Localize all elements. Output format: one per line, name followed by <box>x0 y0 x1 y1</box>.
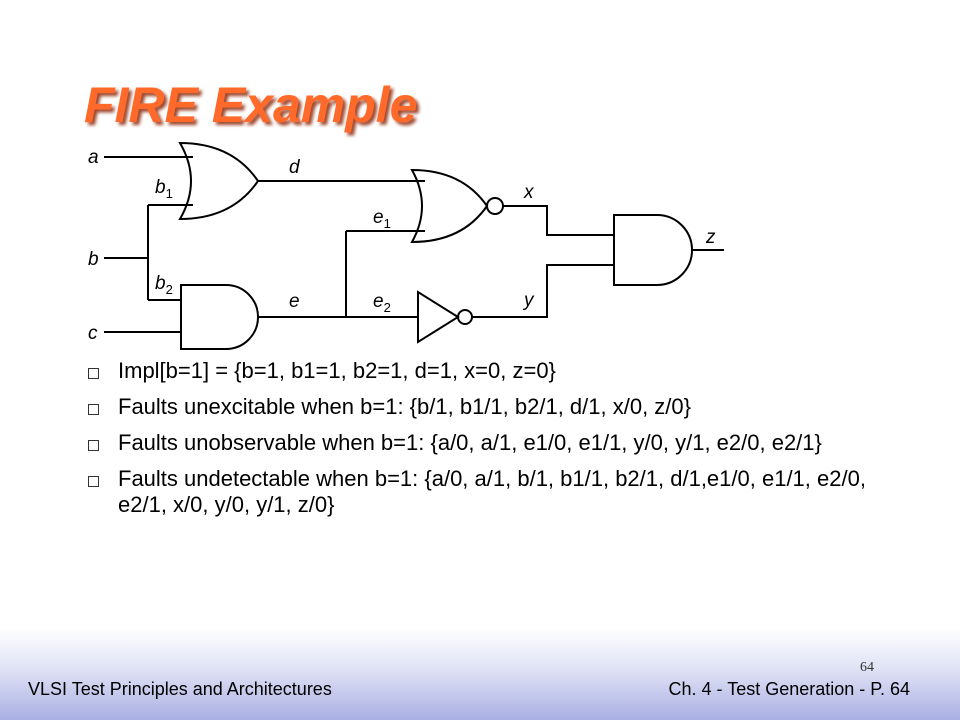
nor-gate <box>410 168 489 244</box>
label-e2: e2 <box>373 291 391 315</box>
or-gate-1 <box>178 141 260 221</box>
bullet-text: Faults unobservable when b=1: {a/0, a/1,… <box>118 430 822 455</box>
label-a: a <box>88 147 99 168</box>
and-gate-2 <box>613 214 693 286</box>
nor-bubble <box>486 197 504 215</box>
wire-y <box>472 264 614 318</box>
bullet-item: Faults unexcitable when b=1: {b/1, b1/1,… <box>88 394 908 420</box>
and-gate-1 <box>180 284 259 350</box>
label-y: y <box>522 290 535 311</box>
square-bullet-icon <box>88 404 99 415</box>
label-b2: b2 <box>155 273 173 297</box>
footer-chapter: Ch. 4 - Test Generation - P. 64 <box>668 679 910 699</box>
page-number: 64 <box>860 660 874 675</box>
label-e: e <box>289 291 300 312</box>
square-bullet-icon <box>88 368 99 379</box>
label-b: b <box>88 249 99 270</box>
slide-title: FIRE Example <box>84 77 418 133</box>
bullet-item: Faults undetectable when b=1: {a/0, a/1,… <box>88 466 908 518</box>
bullet-text: Faults undetectable when b=1: {a/0, a/1,… <box>118 466 866 517</box>
footer-course-title: VLSI Test Principles and Architectures <box>28 679 332 699</box>
footer-band <box>0 628 960 720</box>
square-bullet-icon <box>88 440 99 451</box>
bullet-text: Faults unexcitable when b=1: {b/1, b1/1,… <box>118 394 691 419</box>
not-bubble <box>457 309 473 325</box>
label-z: z <box>705 227 716 248</box>
label-e1: e1 <box>373 207 391 231</box>
not-gate <box>417 290 460 344</box>
bullet-list: Impl[b=1] = {b=1, b1=1, b2=1, d=1, x=0, … <box>88 358 908 528</box>
wire-x <box>503 205 614 236</box>
square-bullet-icon <box>88 476 99 487</box>
bullet-item: Faults unobservable when b=1: {a/0, a/1,… <box>88 430 908 456</box>
label-x: x <box>523 182 535 203</box>
bullet-item: Impl[b=1] = {b=1, b1=1, b2=1, d=1, x=0, … <box>88 358 908 384</box>
label-c: c <box>88 323 98 344</box>
bullet-text: Impl[b=1] = {b=1, b1=1, b2=1, d=1, x=0, … <box>118 358 556 383</box>
label-b1: b1 <box>155 177 173 201</box>
label-d: d <box>289 157 301 178</box>
